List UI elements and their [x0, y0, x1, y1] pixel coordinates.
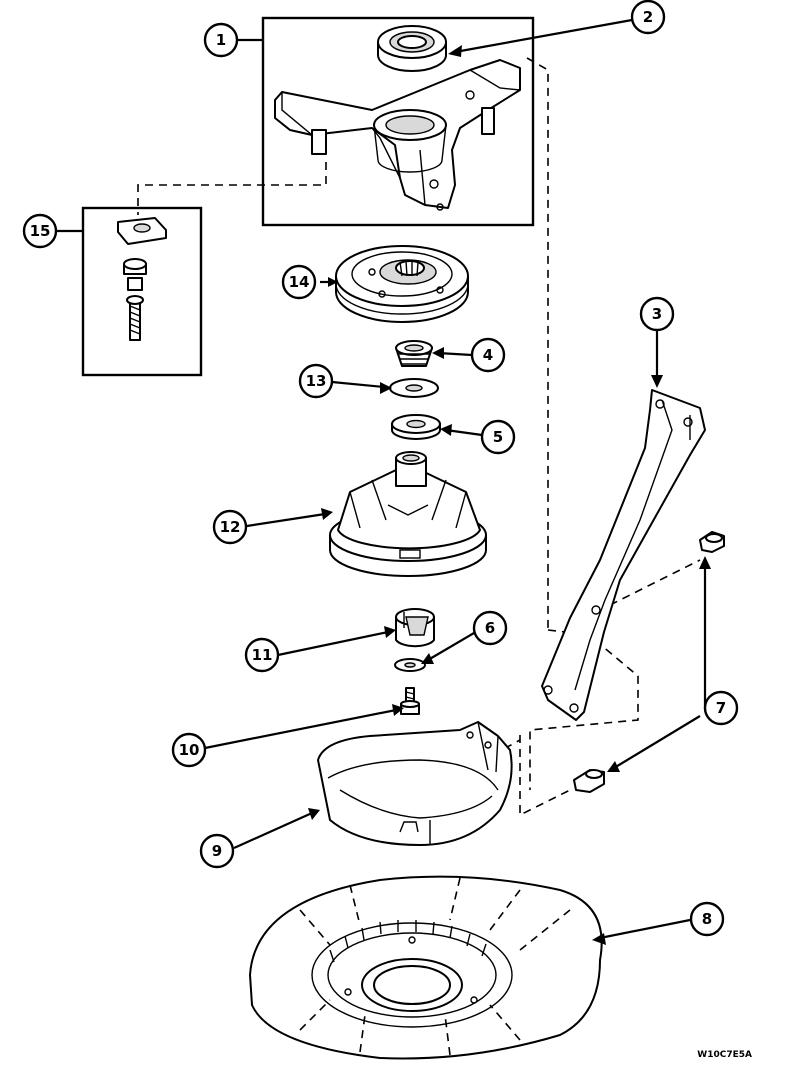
callout-11-label: 11: [252, 646, 273, 664]
callout-13-label: 13: [306, 372, 327, 390]
callout-12-label: 12: [220, 518, 241, 536]
callout-6-label: 6: [485, 619, 495, 637]
callout-10: 10: [171, 732, 207, 768]
callout-15: 15: [22, 213, 58, 249]
part-4-spring: [395, 340, 433, 367]
part-10-bolt: [400, 687, 420, 715]
part-9-drive-shield: [317, 721, 513, 846]
part-8-base-plate: [249, 875, 603, 1060]
part-2-bearing: [377, 25, 447, 72]
callout-6: 6: [472, 610, 508, 646]
callout-10-label: 10: [179, 741, 200, 759]
callout-7: 7: [703, 690, 739, 726]
callouts: 1 2 3 4 5 6 7 8: [22, 0, 739, 937]
part-7-screws: [573, 531, 725, 793]
callout-1-label: 1: [216, 31, 226, 49]
callout-9-label: 9: [212, 842, 222, 860]
callout-9: 9: [199, 833, 235, 869]
callout-8-label: 8: [702, 910, 712, 928]
callout-14: 14: [281, 264, 317, 300]
part-14-pulley: [335, 245, 469, 323]
callout-7-label: 7: [716, 699, 726, 717]
callout-3-label: 3: [652, 305, 662, 323]
callout-2-label: 2: [643, 8, 653, 26]
part-11-coupling: [395, 608, 435, 648]
callout-5: 5: [480, 419, 516, 455]
part-1-spider-support: [274, 59, 521, 211]
drawing-code: W10C7E5A: [697, 1050, 752, 1060]
callout-14-label: 14: [289, 273, 310, 291]
part-3-brace-bracket: [541, 389, 706, 721]
callout-13: 13: [298, 363, 334, 399]
leader-arrows: [57, 18, 711, 945]
callout-8: 8: [689, 901, 725, 937]
callout-2: 2: [630, 0, 666, 35]
group-box-part-1: [261, 16, 535, 227]
part-5-washer: [391, 414, 441, 440]
part-13-washer: [389, 378, 439, 398]
callout-1: 1: [203, 22, 239, 58]
part-6-small-washer: [394, 658, 426, 672]
part-12-hub-housing: [329, 451, 487, 577]
callout-15-label: 15: [30, 222, 51, 240]
callout-4: 4: [470, 337, 506, 373]
callout-3: 3: [639, 296, 675, 332]
part-15-mount-hardware: [117, 217, 167, 341]
callout-5-label: 5: [493, 428, 503, 446]
callout-4-label: 4: [483, 346, 493, 364]
group-box-part-15: [81, 206, 203, 377]
callout-12: 12: [212, 509, 248, 545]
callout-11: 11: [244, 637, 280, 673]
